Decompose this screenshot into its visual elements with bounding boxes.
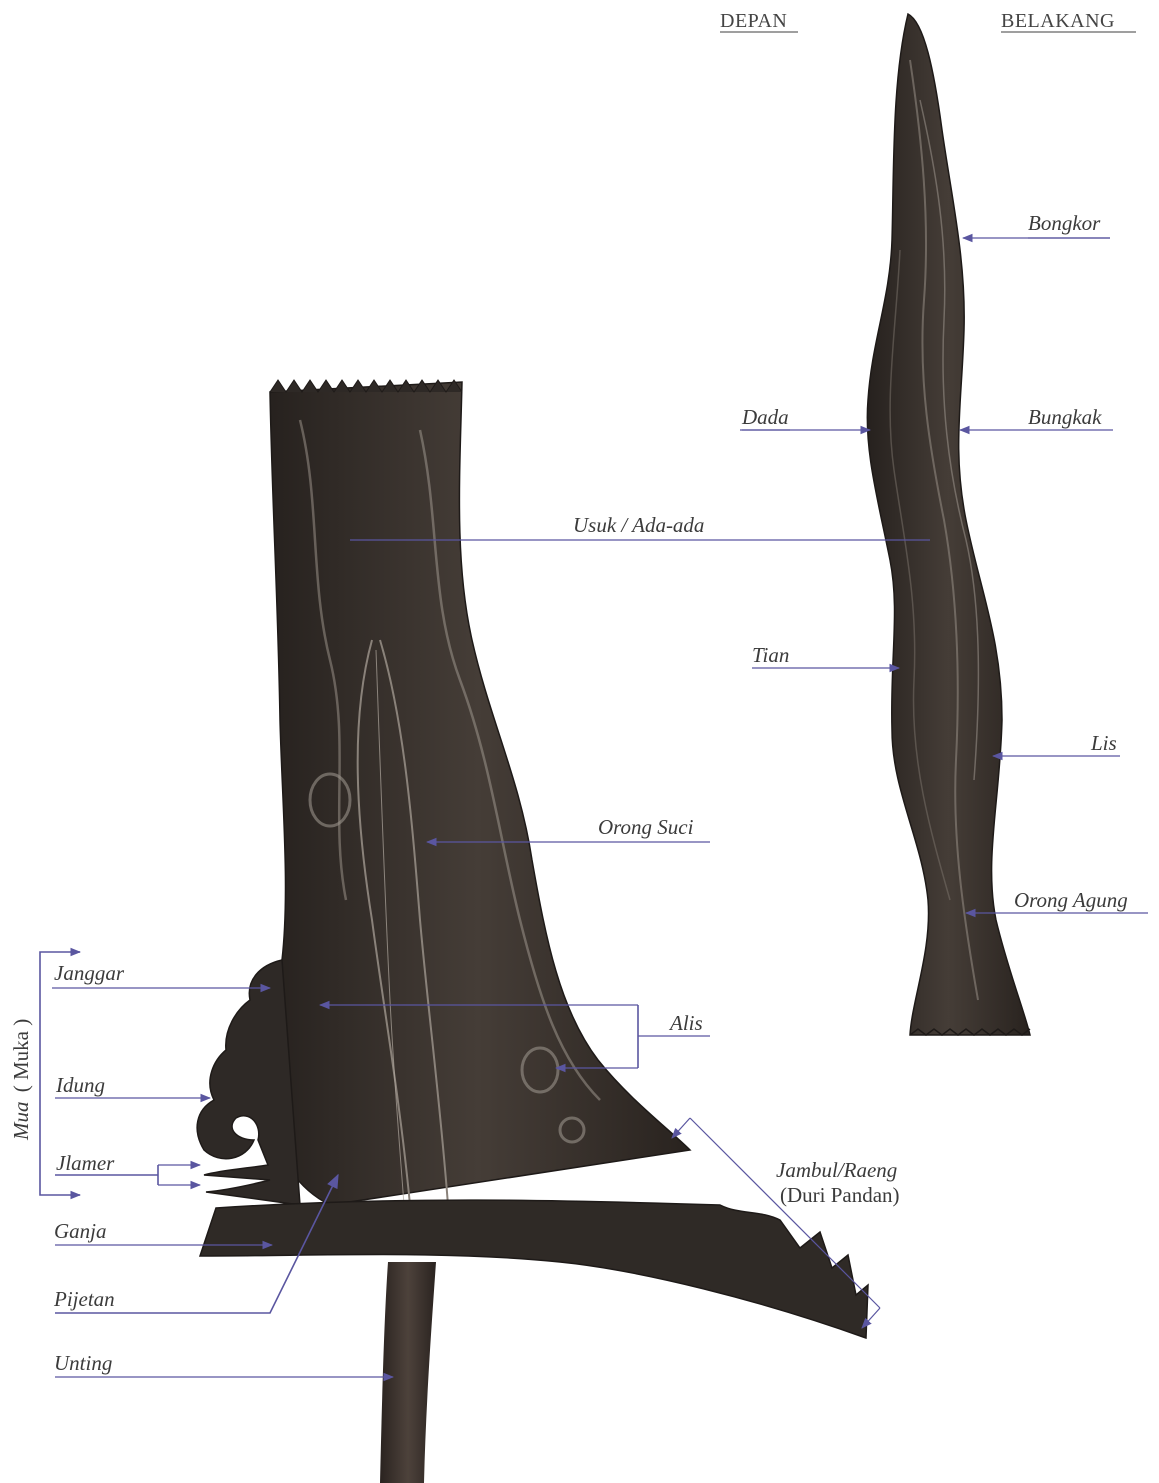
label-idung: Idung <box>55 1073 105 1097</box>
label-bongkor: Bongkor <box>1028 211 1101 235</box>
label-tian: Tian <box>752 643 789 667</box>
side-label-mua: Mua ( Muka ) <box>9 1019 33 1141</box>
label-alis: Alis <box>668 1011 703 1035</box>
full-blade <box>867 14 1030 1035</box>
label-pijetan: Pijetan <box>53 1287 115 1311</box>
label-jambul-line1: Jambul/Raeng <box>776 1158 897 1182</box>
label-jlamer: Jlamer <box>56 1151 115 1175</box>
label-jambul-line2: (Duri Pandan) <box>780 1183 900 1207</box>
label-usuk: Usuk / Ada-ada <box>573 513 704 537</box>
closeup-blade <box>197 380 868 1483</box>
ganja-shape <box>200 1200 868 1338</box>
header-front-text: DEPAN <box>720 10 787 32</box>
label-unting: Unting <box>54 1351 112 1375</box>
label-lis: Lis <box>1090 731 1117 755</box>
tang-shape <box>380 1262 436 1483</box>
header-front: DEPAN <box>720 10 798 32</box>
side-label-mua-normal: ( Muka ) <box>9 1019 33 1092</box>
header-back-text: BELAKANG <box>1001 10 1115 32</box>
side-label-mua-italic: Mua <box>9 1102 33 1142</box>
label-bungkak: Bungkak <box>1028 405 1102 429</box>
svg-text:Mua ( Muka ): Mua ( Muka ) <box>9 1019 33 1141</box>
header-back: BELAKANG <box>1001 10 1136 32</box>
label-ganja: Ganja <box>54 1219 107 1243</box>
label-dada: Dada <box>741 405 789 429</box>
label-orong-agung: Orong Agung <box>1014 888 1128 912</box>
label-janggar: Janggar <box>54 961 125 985</box>
label-orong-suci: Orong Suci <box>598 815 694 839</box>
